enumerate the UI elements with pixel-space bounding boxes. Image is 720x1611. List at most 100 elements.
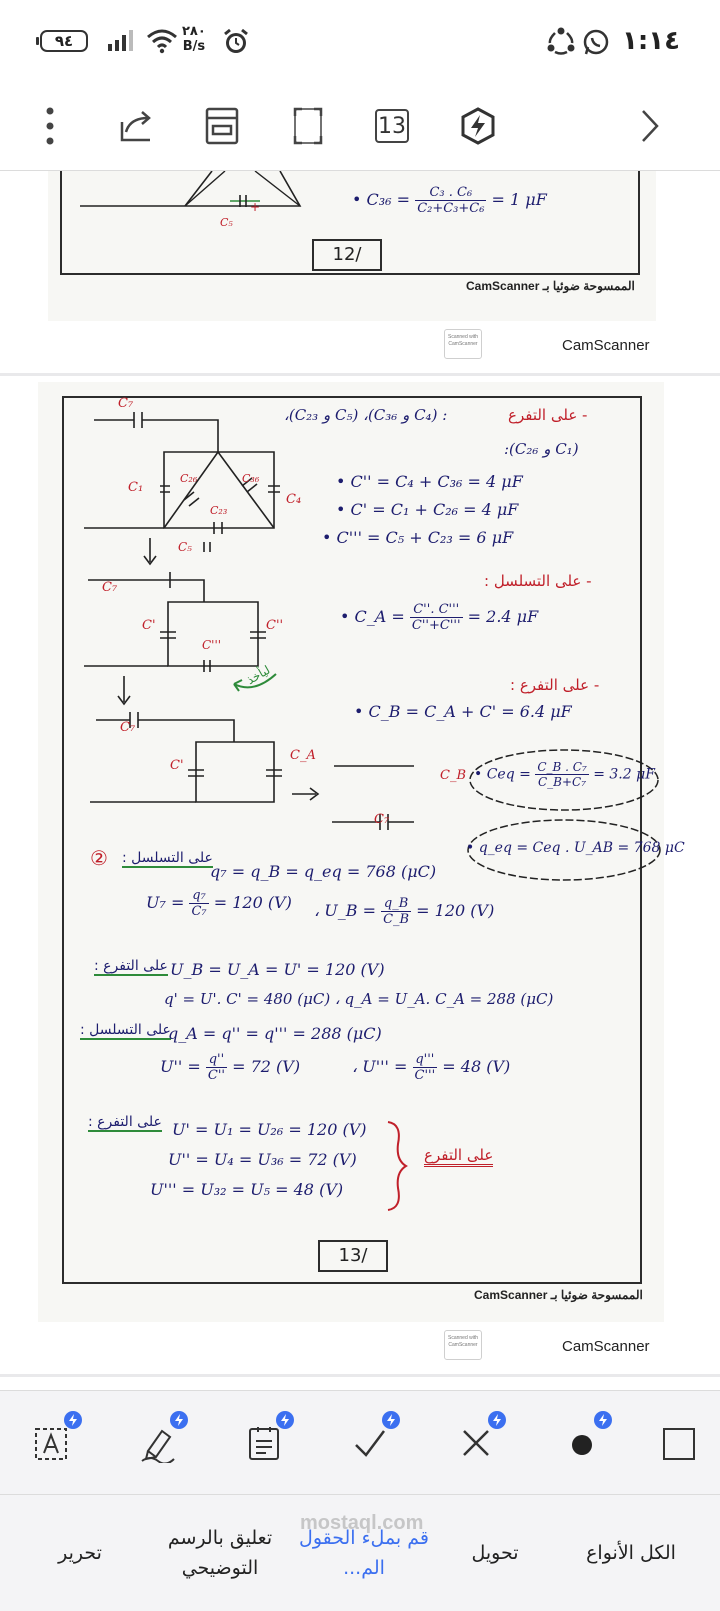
s2-ub-den: C_B xyxy=(383,912,410,927)
s2-ub-label: ، U_B = xyxy=(314,901,376,920)
eq-ceq-result: = 3.2 μF xyxy=(593,766,655,783)
label-c-tprime: C''' xyxy=(202,638,222,652)
cross-mark-icon xyxy=(463,1430,489,1456)
label-c5: C₅ xyxy=(178,540,192,554)
s2-line-3: U_B = U_A = U' = 120 (V) xyxy=(170,960,385,979)
scan-paper xyxy=(38,382,664,1322)
label-cb: C_B xyxy=(440,768,466,783)
svg-text:C₅: C₅ xyxy=(220,216,233,229)
square-tool[interactable] xyxy=(658,1413,720,1473)
tab-fill-fields[interactable]: قم بملء الحقول الم... xyxy=(299,1527,429,1579)
s2-u7-num: q₇ xyxy=(189,888,209,904)
eq-ceq: • Ceq = C_B . C₇ C_B+C₇ = 3.2 μF xyxy=(474,760,655,789)
net-speed-unit: B/s xyxy=(182,39,206,54)
s2-u2-label: U'' = xyxy=(160,1057,201,1076)
s2-line-7: U'' = U₄ = U₃₆ = 72 (V) xyxy=(168,1150,357,1169)
watermark-badge-13: Scanned with CamScanner xyxy=(444,1330,482,1360)
form-clipboard-icon xyxy=(249,1427,279,1460)
eq-c-tprime: • C''' = C₅ + C₂₃ = 6 μF xyxy=(322,528,514,547)
page-number-12: 12/ xyxy=(312,239,382,271)
eq-c-prime: • C' = C₁ + C₂₆ = 4 μF xyxy=(336,500,519,519)
watermark-badge: Scanned with CamScanner xyxy=(444,329,482,359)
next-arrow-icon[interactable] xyxy=(628,104,672,148)
label-c36: C₃₆ xyxy=(242,472,260,485)
s2-u2-den: C'' xyxy=(207,1068,225,1083)
cross-mark-tool[interactable] xyxy=(446,1411,506,1473)
s2-parallel-label-2: على التفرع : xyxy=(88,1114,162,1132)
share-icon[interactable] xyxy=(114,104,158,148)
s2-u7-result: = 120 (V) xyxy=(213,893,292,912)
eq-ca-label: • C_A = xyxy=(340,607,405,626)
circuit-diagram-fragment: C₅ + xyxy=(80,171,302,229)
label-c7-diagram4: C₇ xyxy=(374,812,390,827)
scan-stamp: الممسوحة ضوئيا بـ CamScanner xyxy=(466,279,635,293)
pen-sign-icon xyxy=(141,1429,175,1463)
page-12: C₅ + • C₃₆ = C₃ . C₆ C₂+C₃+C₆ = 1 μF 12/… xyxy=(0,171,720,373)
label-c1: C₁ xyxy=(128,480,144,495)
eq-c-dprime: • C'' = C₄ + C₃₆ = 4 μF xyxy=(336,472,523,491)
dot-tool[interactable] xyxy=(552,1411,612,1473)
label-ca: C_A xyxy=(290,748,316,763)
s2-u7: U₇ = q₇ C₇ = 120 (V) xyxy=(146,888,292,919)
pen-sign-tool[interactable] xyxy=(128,1411,188,1473)
check-mark-icon xyxy=(355,1430,385,1457)
square-icon xyxy=(663,1428,695,1460)
signal-icon xyxy=(108,30,133,51)
s2-ub: ، U_B = q_B C_B = 120 (V) xyxy=(314,896,494,927)
text-box-tool[interactable] xyxy=(22,1411,82,1473)
tab-all-types[interactable]: الكل الأنواع xyxy=(586,1542,676,1564)
heading-parallel: - على التفرع xyxy=(508,406,588,424)
heading-parallel-2: - على التفرع : xyxy=(510,676,600,694)
tab-convert[interactable]: تحويل xyxy=(471,1542,519,1564)
pro-badge-icon xyxy=(488,1411,506,1429)
page-count: 13 xyxy=(375,109,409,143)
page-count-button[interactable]: 13 xyxy=(370,104,414,148)
label-c7-diagram3: C₇ xyxy=(120,720,136,735)
s2-u3-fraction: q''' C''' xyxy=(412,1052,438,1083)
s2-u3-label: ، U''' = xyxy=(352,1057,408,1076)
svg-text:+: + xyxy=(250,200,260,214)
c36-fraction-num: C₃ . C₆ xyxy=(415,185,487,201)
s2-u2-result: = 72 (V) xyxy=(232,1057,301,1076)
eq-ca-result: = 2.4 μF xyxy=(467,607,539,626)
s2-u2-num: q'' xyxy=(205,1052,227,1068)
tab-edit[interactable]: تحرير xyxy=(58,1542,102,1564)
check-mark-tool[interactable] xyxy=(340,1411,400,1473)
s2-u7-den: C₇ xyxy=(191,904,207,919)
s2-series-label-2: على التسلسل : xyxy=(80,1022,171,1040)
form-clipboard-tool[interactable] xyxy=(234,1411,294,1473)
tab-annotate-drawing[interactable]: تعليق بالرسم التوضيحي xyxy=(167,1527,273,1579)
reader-icon[interactable] xyxy=(200,104,244,148)
pro-badge-icon xyxy=(382,1411,400,1429)
battery-icon: ٩٤ xyxy=(36,30,88,52)
s2-u2: U'' = q'' C'' = 72 (V) xyxy=(160,1052,300,1083)
document-viewer[interactable]: C₅ + • C₃₆ = C₃ . C₆ C₂+C₃+C₆ = 1 μF 12/… xyxy=(0,171,720,1421)
fullscreen-icon[interactable] xyxy=(286,104,330,148)
scan-stamp-13: الممسوحة ضوئيا بـ CamScanner xyxy=(474,1288,643,1302)
s2-u7-fraction: q₇ C₇ xyxy=(189,888,209,919)
site-watermark: mostaql.com xyxy=(300,1512,424,1534)
pro-badge-icon xyxy=(170,1411,188,1429)
s2-u3-num: q''' xyxy=(412,1052,438,1068)
c36-fraction-den: C₂+C₃+C₆ xyxy=(417,201,485,216)
eq-cb: • C_B = C_A + C' = 6.4 μF xyxy=(354,702,572,721)
clock-time: ١:١٤ xyxy=(621,26,680,56)
page-13: C₇ C₁ C₂₆ C₃₆ C₄ C₂₃ C₅ C₇ C' C'' C''' ل… xyxy=(0,376,720,1374)
pro-badge-icon xyxy=(594,1411,612,1429)
more-vertical-icon[interactable] xyxy=(28,104,72,148)
s2-u3-result: = 48 (V) xyxy=(442,1057,511,1076)
ai-bolt-icon[interactable] xyxy=(456,104,500,148)
s2-u3-den: C''' xyxy=(414,1068,436,1083)
s2-parallel-label: على التفرع : xyxy=(94,958,168,976)
label-c4: C₄ xyxy=(286,492,302,507)
step-2-marker: ② xyxy=(90,846,108,870)
heading-series: - على التسلسل : xyxy=(484,572,592,590)
eq-qeq: • q_eq = Ceq . U_AB = 768 μC xyxy=(466,840,685,856)
page-number-13: 13/ xyxy=(318,1240,388,1272)
label-c7-diagram2: C₇ xyxy=(102,580,118,595)
watermark-label: CamScanner xyxy=(562,337,650,354)
page-frame xyxy=(60,171,640,275)
pro-badge-icon xyxy=(64,1411,82,1429)
s2-ub-result: = 120 (V) xyxy=(416,901,495,920)
c36-formula-label: • C₃₆ = xyxy=(352,190,411,209)
